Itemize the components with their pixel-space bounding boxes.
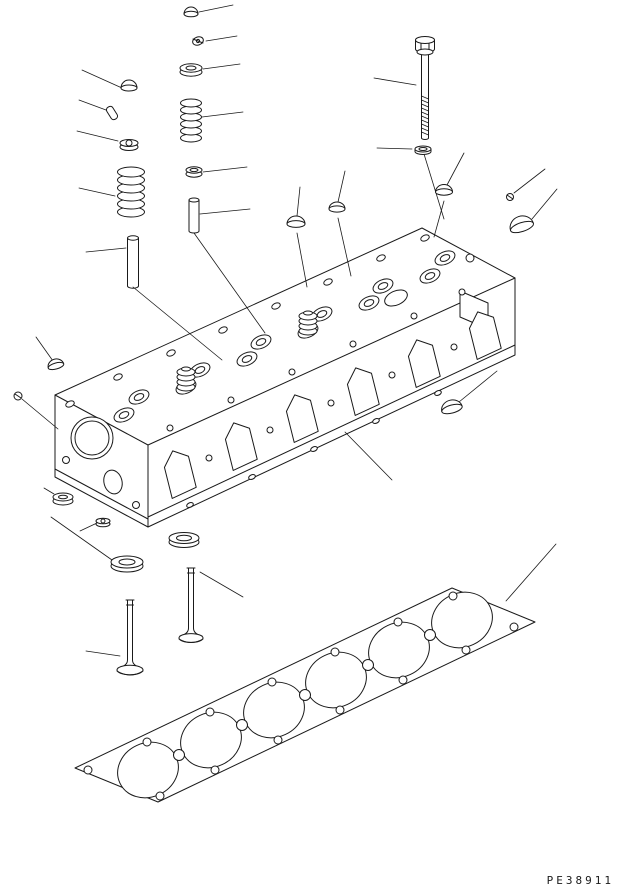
taper-screw <box>13 391 23 401</box>
cylinder-head-gasket <box>74 587 536 803</box>
bolt-threads <box>421 95 429 136</box>
cup-plug <box>441 399 463 415</box>
cup-plug <box>47 358 65 371</box>
valve-guide <box>127 235 139 289</box>
installed-valve-spring <box>298 310 318 336</box>
intake-valve <box>178 567 204 643</box>
valve-stem-seal <box>119 139 139 151</box>
outer-valve-spring <box>117 166 145 218</box>
valve-guide <box>188 197 200 234</box>
small-plug <box>95 517 111 528</box>
valve-cotter-pin <box>105 105 119 121</box>
valve-spring-seat <box>110 555 144 573</box>
valve-cap <box>183 6 199 18</box>
bolt-washer <box>414 145 432 155</box>
spring-retainer <box>179 63 203 77</box>
valve-cotter <box>192 36 204 46</box>
cylinder-head <box>54 227 516 528</box>
sleeve-washer <box>52 492 74 506</box>
valve-stem-seal <box>185 166 203 178</box>
cup-plug <box>328 201 346 213</box>
cup-plug <box>286 215 306 228</box>
exhaust-valve <box>116 599 144 676</box>
part-code-label: PE38911 <box>547 874 614 887</box>
valve-cap <box>120 79 138 92</box>
installed-valve-spring <box>176 366 196 392</box>
cup-plug-large <box>509 215 534 234</box>
cup-plug <box>435 184 453 196</box>
taper-screw <box>506 193 514 201</box>
leader-lines <box>21 4 558 657</box>
valve-spring-seat <box>168 532 200 548</box>
inner-valve-spring <box>180 98 202 143</box>
cylinder-head-bolt <box>415 36 435 140</box>
